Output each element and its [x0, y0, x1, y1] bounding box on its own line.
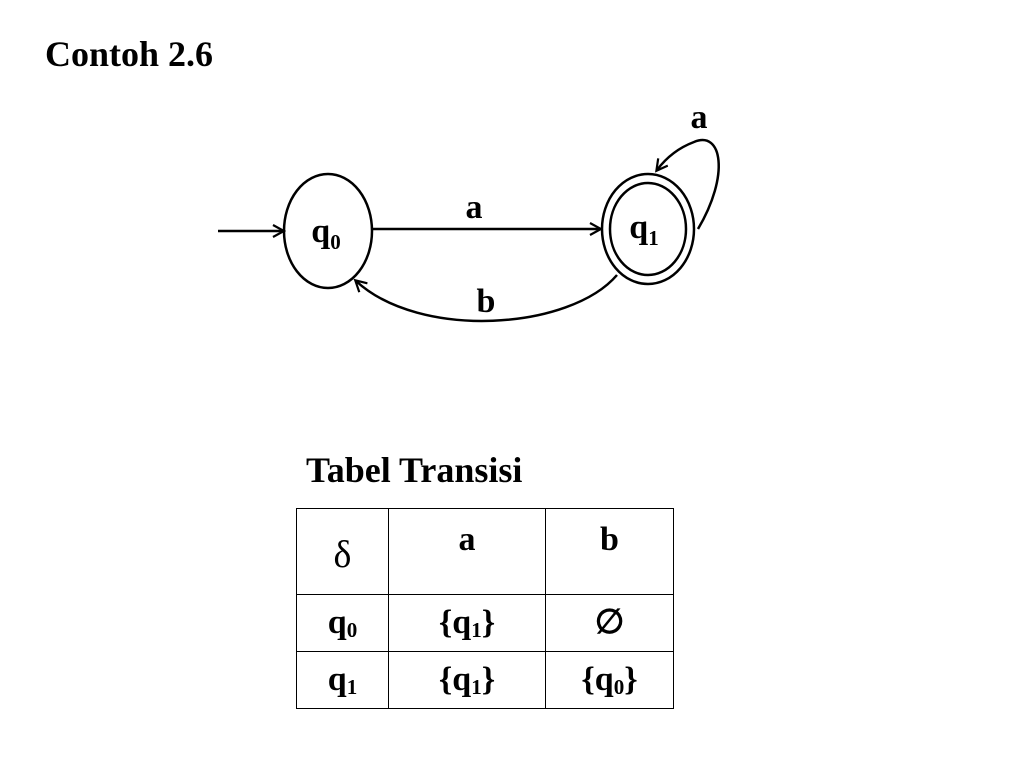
table-row-state: q0 [296, 594, 389, 652]
transition-q1-q0 [356, 274, 618, 323]
table-header-row: δ a b [296, 508, 674, 595]
table-header-b: b [545, 508, 674, 595]
state-diagram: q0 q1 a a b [218, 99, 720, 323]
table-title: Tabel Transisi [306, 450, 523, 490]
transition-q1-self-loop [657, 138, 720, 230]
transition-q1-self-loop-label: a [691, 99, 708, 136]
table-row-state: q1 [296, 651, 389, 709]
table-cell: {q0} [545, 651, 674, 709]
state-q0-circle [282, 172, 374, 290]
table-row: q0 {q1} ∅ [296, 594, 674, 652]
transition-table: δ a b q0 {q1} ∅ q1 {q1} {q0} [296, 508, 674, 709]
transition-q0-q1-label: a [466, 189, 483, 226]
table-cell-empty-set: ∅ [545, 594, 674, 652]
state-q0: q0 [282, 172, 374, 290]
state-q1-label: q1 [629, 209, 658, 250]
state-q1: q1 [600, 172, 696, 286]
table-header-a: a [388, 508, 546, 595]
state-q0-label: q0 [311, 213, 340, 254]
state-q1-inner-circle [608, 181, 688, 277]
transition-q1-q0-label: b [477, 283, 496, 320]
table-corner-delta: δ [296, 508, 389, 595]
table-cell: {q1} [388, 651, 546, 709]
table-cell: {q1} [388, 594, 546, 652]
page-title: Contoh 2.6 [45, 34, 214, 74]
table-row: q1 {q1} {q0} [296, 651, 674, 709]
